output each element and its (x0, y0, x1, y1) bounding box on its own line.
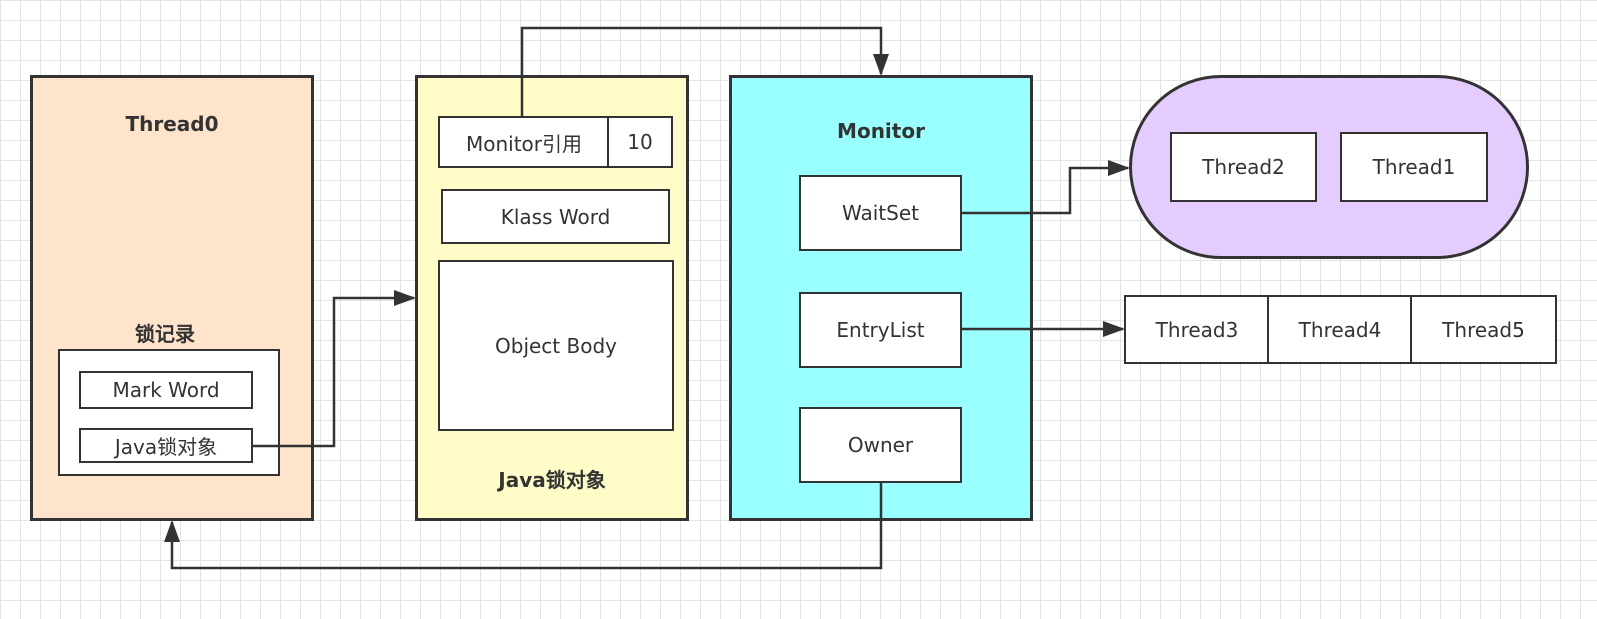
monitor-title: Monitor (837, 119, 925, 143)
monitor-ref-tag-cell: 10 (607, 116, 673, 168)
java-lock-object-title: Java锁对象 (498, 468, 606, 492)
java-lock-object-ref-cell: Java锁对象 (79, 428, 253, 463)
waitset-cell: WaitSet (799, 175, 962, 251)
waitset-thread-cell: Thread2 (1170, 132, 1317, 202)
monitor-ref-cell: Monitor引用 (438, 116, 610, 168)
entrylist-thread-cell: Thread3 (1124, 295, 1270, 364)
lock-record-title: 锁记录 (135, 322, 195, 346)
object-body-cell: Object Body (438, 260, 674, 431)
entrylist-thread-cell: Thread4 (1267, 295, 1413, 364)
entrylist-thread-cell: Thread5 (1410, 295, 1557, 364)
entrylist-cell: EntryList (799, 292, 962, 368)
thread0-title: Thread0 (125, 112, 219, 136)
mark-word-cell: Mark Word (79, 371, 253, 409)
waitset-thread-cell: Thread1 (1340, 132, 1488, 202)
owner-cell: Owner (799, 407, 962, 483)
klass-word-cell: Klass Word (441, 189, 670, 244)
